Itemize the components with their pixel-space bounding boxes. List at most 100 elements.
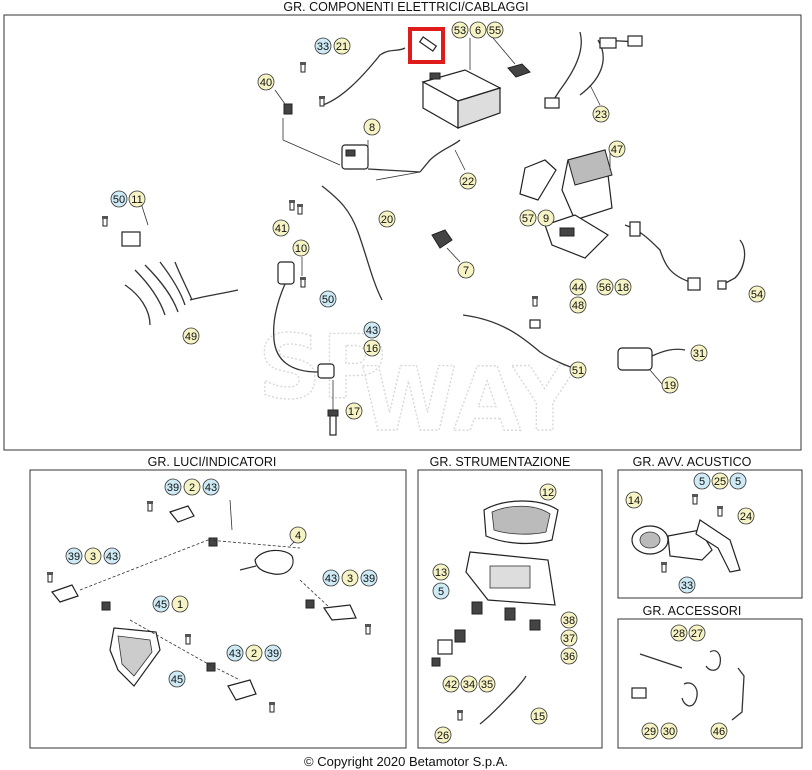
callout-37: 37 — [563, 633, 575, 645]
horn-section-title: GR. AVV. ACUSTICO — [633, 455, 752, 469]
callout-20: 20 — [381, 214, 393, 226]
callout-38: 38 — [563, 615, 575, 627]
callout-42: 42 — [445, 679, 457, 691]
callout-15: 15 — [533, 711, 545, 723]
callout-12: 12 — [542, 487, 554, 499]
callout-7: 7 — [463, 265, 469, 277]
callouts-accessories: 28 27 29 30 46 — [641, 624, 728, 740]
copyright-footer: © Copyright 2020 Betamotor S.p.A. — [304, 754, 508, 769]
callouts-horn: 14 5 25 5 24 33 — [625, 472, 755, 594]
callout-51: 51 — [572, 365, 584, 377]
callout-2: 2 — [189, 482, 195, 494]
watermark: SP WAY — [257, 315, 578, 451]
cable-21 — [319, 47, 406, 107]
callout-3: 3 — [90, 551, 96, 563]
main-section-frame — [3, 14, 802, 451]
relay-7 — [431, 229, 453, 249]
lights-parts — [46, 499, 372, 713]
callout-55: 55 — [489, 25, 501, 37]
spark-plug-17 — [327, 409, 339, 436]
callout-13: 13 — [435, 567, 447, 579]
callout-47: 47 — [611, 144, 623, 156]
callouts-lights: 39 2 43 4 39 3 43 43 3 39 45 1 45 43 2 3… — [65, 478, 378, 688]
callout-33: 33 — [317, 41, 329, 53]
callout-34: 34 — [463, 679, 475, 691]
relay-40 — [283, 103, 293, 115]
callout-5: 5 — [699, 476, 705, 488]
main-section-title: GR. COMPONENTI ELETTRICI/CABLAGGI — [283, 0, 528, 14]
callout-57: 57 — [522, 213, 534, 225]
callout-27: 27 — [691, 628, 703, 640]
callout-53: 53 — [454, 25, 466, 37]
instrument-parts — [431, 500, 559, 725]
callout-56: 56 — [599, 282, 611, 294]
callout-1: 1 — [177, 599, 183, 611]
callout-50: 50 — [113, 194, 125, 206]
callout-2: 2 — [251, 648, 257, 660]
callout-16: 16 — [366, 343, 378, 355]
svg-text:WAY: WAY — [360, 348, 578, 451]
callout-40: 40 — [260, 77, 272, 89]
callout-11: 11 — [131, 194, 142, 206]
callout-43: 43 — [366, 325, 378, 337]
callout-28: 28 — [673, 628, 685, 640]
callout-45: 45 — [171, 674, 183, 686]
callout-43: 43 — [205, 482, 217, 494]
callout-44: 44 — [572, 282, 584, 294]
horn-frame — [617, 469, 803, 599]
cable-22 — [367, 139, 461, 173]
callout-48: 48 — [572, 300, 584, 312]
harness-23 — [549, 31, 641, 106]
horn-parts — [631, 493, 741, 573]
callout-41: 41 — [275, 223, 287, 235]
main-title-bar — [0, 0, 812, 14]
callout-5: 5 — [438, 586, 444, 598]
connector-8 — [341, 144, 369, 170]
callout-6: 6 — [475, 25, 481, 37]
callout-43: 43 — [106, 551, 118, 563]
callout-18: 18 — [617, 282, 629, 294]
ignition-coil-10 — [272, 261, 335, 379]
cable-51 — [462, 314, 579, 371]
callout-39: 39 — [167, 482, 179, 494]
callout-14: 14 — [628, 495, 640, 507]
callout-39: 39 — [267, 648, 279, 660]
callout-36: 36 — [563, 651, 575, 663]
ecu-group — [519, 149, 613, 221]
callout-49: 49 — [185, 331, 197, 343]
instruments-section-title: GR. STRUMENTAZIONE — [430, 455, 571, 469]
accessories-section-title: GR. ACCESSORI — [643, 604, 742, 618]
lights-frame — [29, 469, 407, 749]
instruments-frame — [417, 469, 603, 749]
callout-17: 17 — [348, 406, 360, 418]
callout-23: 23 — [595, 109, 607, 121]
callout-45: 45 — [155, 599, 167, 611]
callout-4: 4 — [295, 530, 301, 542]
callout-39: 39 — [363, 573, 375, 585]
callouts-main: 53 6 55 33 21 40 8 23 22 47 57 9 50 11 2… — [110, 21, 766, 420]
relay-19 — [617, 347, 686, 371]
callout-29: 29 — [644, 726, 656, 738]
callout-9: 9 — [543, 213, 549, 225]
callout-31: 31 — [693, 348, 705, 360]
callout-33: 33 — [681, 580, 693, 592]
callout-22: 22 — [462, 176, 474, 188]
fuse-part — [408, 27, 445, 64]
callout-21: 21 — [336, 41, 348, 53]
callout-35: 35 — [481, 679, 493, 691]
callouts-instruments: 12 13 5 38 37 36 42 34 35 15 26 — [432, 483, 578, 744]
battery-part — [421, 69, 502, 130]
callout-8: 8 — [369, 122, 375, 134]
ignition-unit-56 — [544, 214, 609, 259]
battery-strap — [507, 63, 531, 78]
callout-26: 26 — [437, 730, 449, 742]
callout-24: 24 — [740, 511, 752, 523]
accessories-frame — [617, 618, 803, 749]
sensor-54 — [721, 239, 746, 286]
callout-30: 30 — [663, 726, 675, 738]
callout-25: 25 — [714, 476, 726, 488]
callout-3: 3 — [347, 573, 353, 585]
callout-46: 46 — [713, 726, 725, 738]
callout-5: 5 — [735, 476, 741, 488]
callout-43: 43 — [229, 648, 241, 660]
